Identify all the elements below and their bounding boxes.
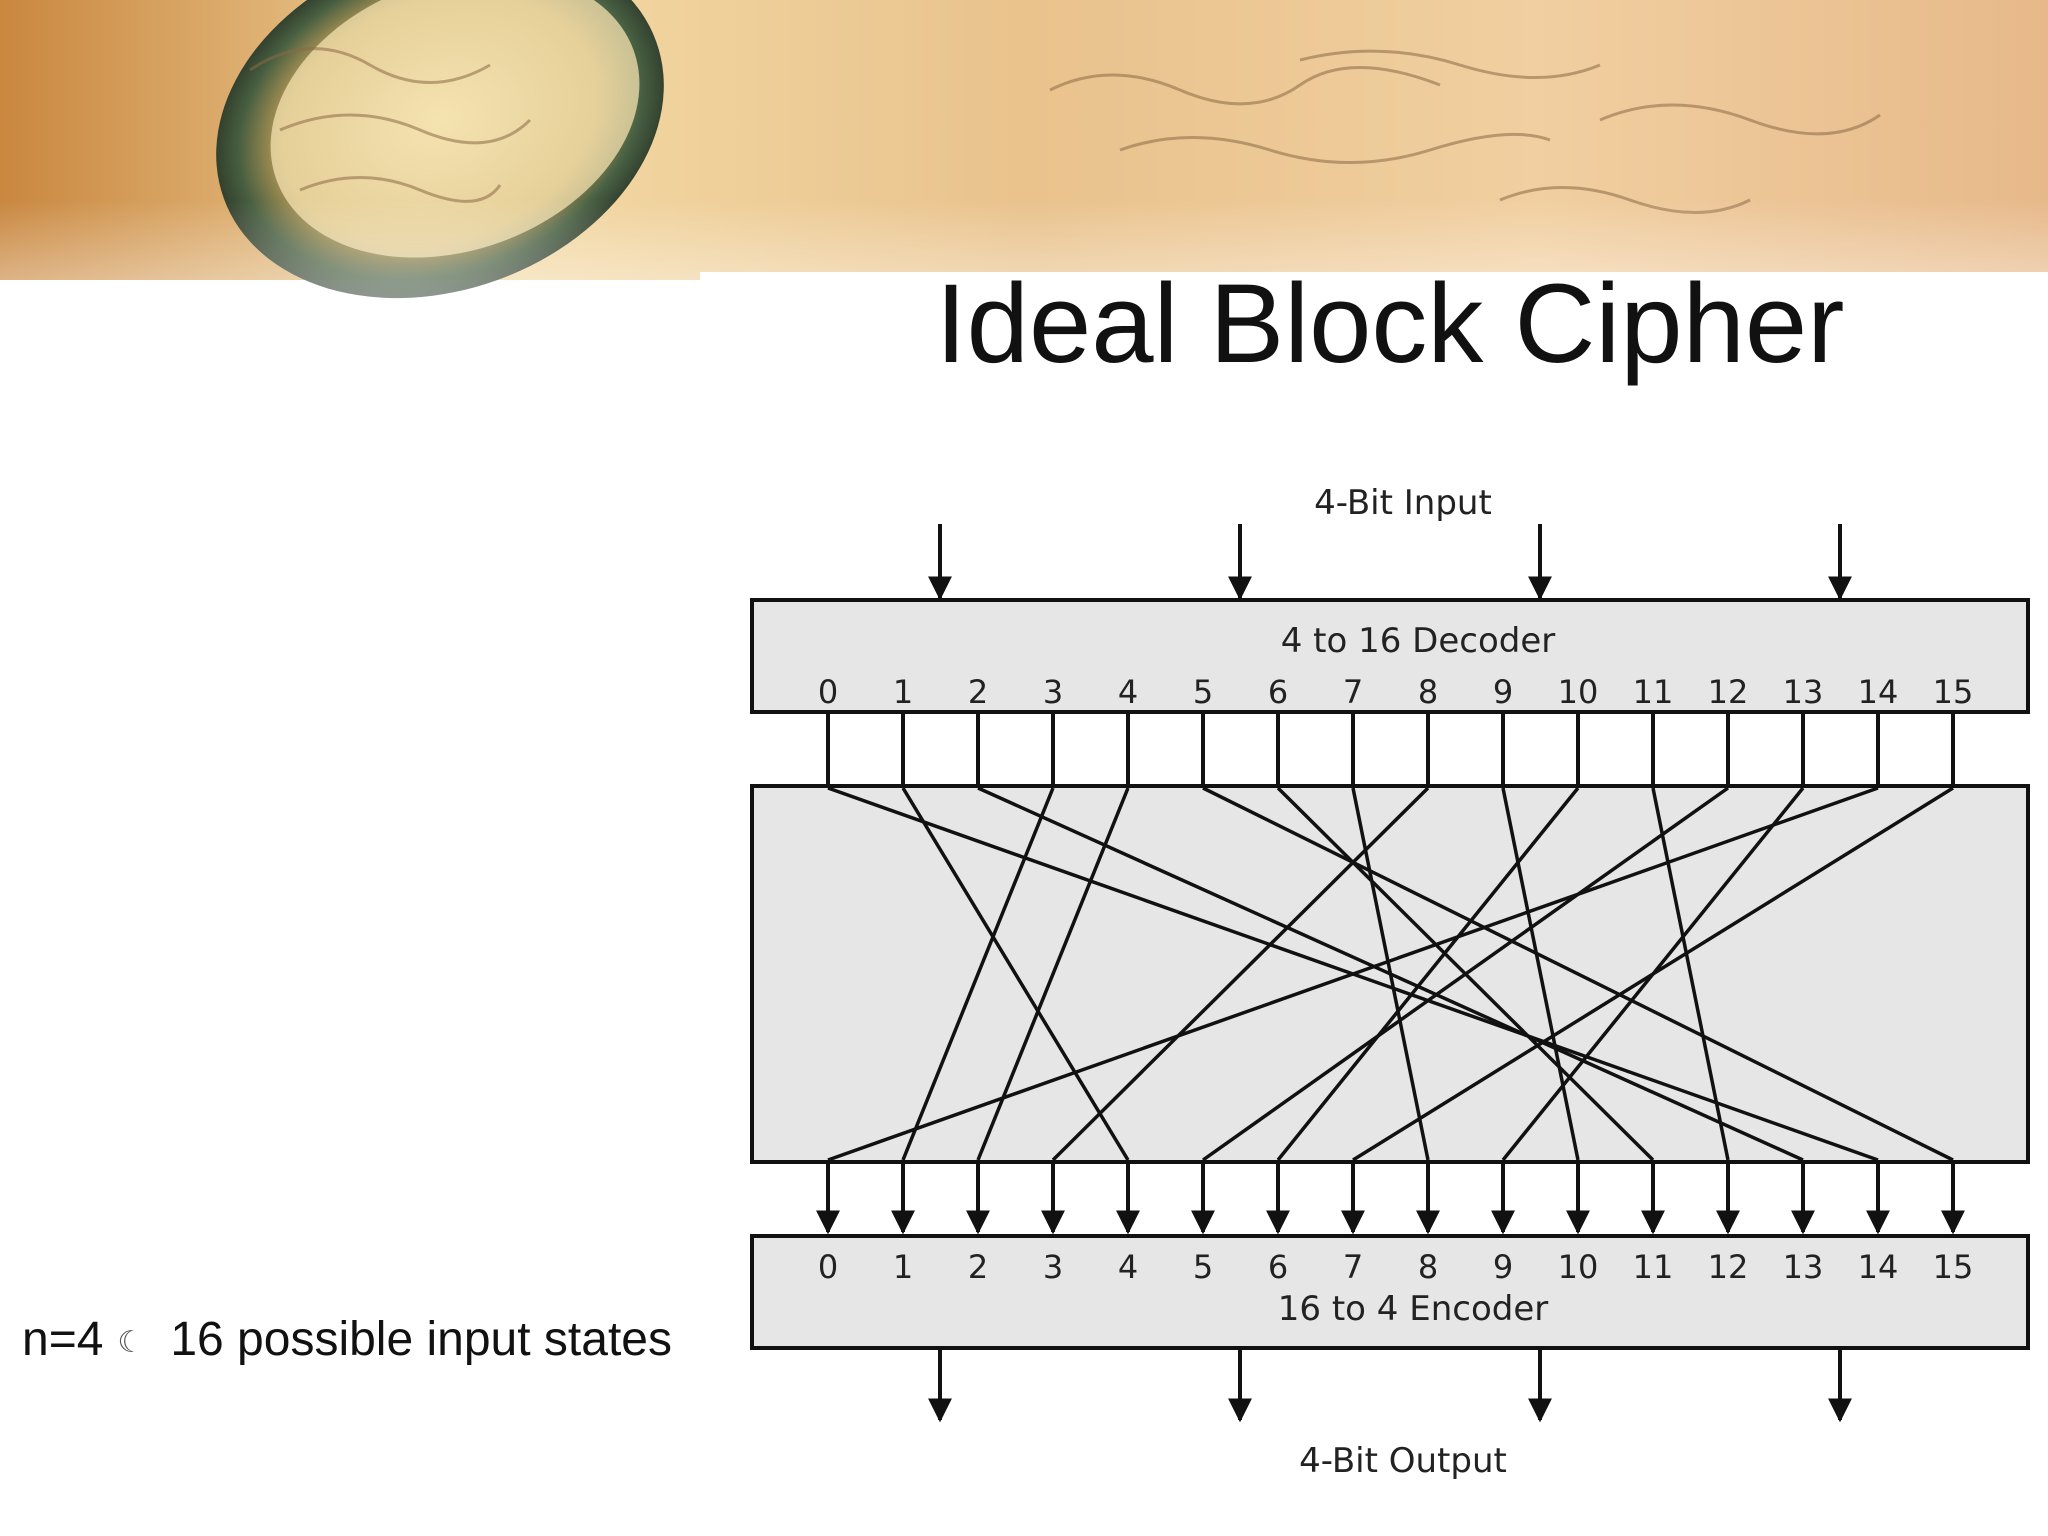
permutation-line [1202,786,1954,1162]
encoder-port-label: 4 [1118,1248,1138,1286]
encoder-port-label: 7 [1343,1248,1363,1286]
permutation-line [1051,786,1430,1162]
encoder-box [750,1234,2030,1350]
encoder-port-label: 11 [1633,1248,1674,1286]
decoder-port-label: 0 [818,673,838,711]
decoder-port-label: 9 [1493,673,1513,711]
decoder-port-label: 12 [1708,673,1749,711]
input-arrows [928,524,1852,601]
encoder-port-label: 10 [1558,1248,1599,1286]
permutation-line [827,786,1879,1162]
encoder-port-label: 8 [1418,1248,1438,1286]
decoder-port-label: 5 [1193,673,1213,711]
slide-title: Ideal Block Cipher [935,261,1845,386]
encoder-port-label: 2 [968,1248,988,1286]
permutation-line [1201,786,1730,1162]
permutation-line [1276,786,1580,1162]
decoder-label: 4 to 16 Decoder [1281,621,1556,661]
encoder-port-label: 15 [1933,1248,1974,1286]
permutation-line [901,787,1055,1161]
output-label: 4-Bit Output [1299,1441,1507,1481]
note-states: 16 possible input states [170,1313,672,1366]
decoder-port-label: 1 [893,673,913,711]
decoder-port-label: 15 [1933,673,1974,711]
note-n: n=4 [22,1313,104,1366]
encoder-port-label: 5 [1193,1248,1213,1286]
crescent-icon: ☾ [117,1325,145,1359]
encoder-port-label: 13 [1783,1248,1824,1286]
encoder-port-label: 12 [1708,1248,1749,1286]
encoder-port-label: 9 [1493,1248,1513,1286]
permutation-line [1501,787,1580,1161]
encoder-port-label: 6 [1268,1248,1288,1286]
decoder-port-label: 4 [1118,673,1138,711]
decoder-port-label: 2 [968,673,988,711]
output-arrows [928,1350,1852,1423]
decoder-port-label: 3 [1043,673,1063,711]
input-states-note: n=4 ☾ 16 possible input states [22,1312,672,1367]
permutation-line [1352,786,1954,1162]
decoder-port-label: 8 [1418,673,1438,711]
decoder-port-label: 11 [1633,673,1674,711]
input-label: 4-Bit Input [1314,483,1492,523]
permutation-line [901,787,1130,1161]
decoder-port-label: 6 [1268,673,1288,711]
header-banner [0,0,2048,420]
decoder-port-label: 14 [1858,673,1899,711]
encoder-port-label: 3 [1043,1248,1063,1286]
encoder-port-label: 1 [893,1248,913,1286]
decoder-port-label: 7 [1343,673,1363,711]
permutation-line [1651,787,1730,1161]
decoder-box [750,598,2030,714]
decoder-port-label: 13 [1783,673,1824,711]
encoder-port-label: 0 [818,1248,838,1286]
encoder-port-label: 14 [1858,1248,1899,1286]
decoder-port-label: 10 [1558,673,1599,711]
encoder-label: 16 to 4 Encoder [1278,1289,1548,1329]
